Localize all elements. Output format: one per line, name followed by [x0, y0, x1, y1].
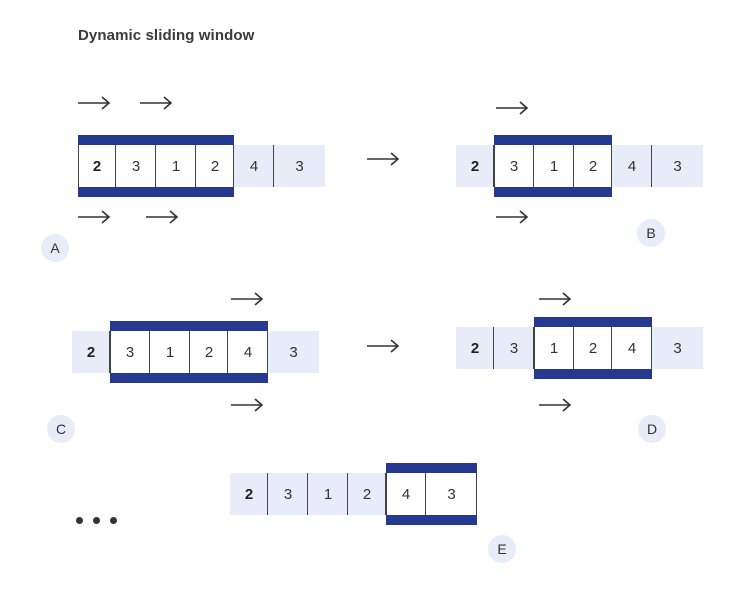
- window-fill: [78, 145, 234, 187]
- window-side: [233, 145, 234, 187]
- cell-divider: [385, 473, 386, 515]
- window-fill: [494, 145, 612, 187]
- panel-label-c: C: [47, 415, 75, 443]
- array-cell: 3: [131, 157, 141, 175]
- window-bottom-bar: [386, 515, 477, 525]
- right-arrow-icon: [77, 96, 111, 110]
- cell-divider: [573, 145, 574, 187]
- right-arrow-icon: [139, 96, 173, 110]
- array-panel-a: 2 3 1 2 4 3: [78, 145, 325, 187]
- array-cell: 1: [549, 339, 559, 357]
- array-cell: 4: [627, 339, 637, 357]
- array-panel-d: 2 3 1 2 4 3: [456, 327, 703, 369]
- cell-divider: [195, 145, 196, 187]
- array-cell: 4: [249, 157, 259, 175]
- array-cell: 2: [362, 485, 372, 503]
- array-cell: 2: [244, 485, 254, 503]
- array-cell: 3: [447, 485, 456, 503]
- right-arrow-icon: [230, 398, 264, 412]
- cell-divider: [573, 327, 574, 369]
- cell-divider: [149, 331, 150, 373]
- diagram-title: Dynamic sliding window: [78, 27, 255, 44]
- array-cell: 2: [470, 157, 480, 175]
- right-arrow-icon: [538, 398, 572, 412]
- cell-divider: [347, 473, 348, 515]
- window-fill: [386, 473, 477, 515]
- array-cell: 2: [204, 343, 214, 361]
- window-side: [534, 327, 535, 369]
- cell-divider: [651, 145, 652, 187]
- array-cell: 3: [125, 343, 135, 361]
- array-cell: 1: [549, 157, 559, 175]
- cell-divider: [425, 473, 426, 515]
- cell-divider: [533, 327, 534, 369]
- panel-label-a: A: [41, 234, 69, 262]
- array-cell: 3: [295, 157, 304, 175]
- right-arrow-icon: [495, 101, 529, 115]
- array-cell: 2: [86, 343, 96, 361]
- right-arrow-icon: [538, 292, 572, 306]
- array-cell: 3: [509, 339, 519, 357]
- array-cell: 2: [92, 157, 102, 175]
- cell-divider: [273, 145, 274, 187]
- array-cell: 4: [401, 485, 411, 503]
- right-arrow-icon: [230, 292, 264, 306]
- right-arrow-icon: [495, 210, 529, 224]
- array-cell: 2: [470, 339, 480, 357]
- window-top-bar: [386, 463, 477, 473]
- panel-label-b: B: [637, 219, 665, 247]
- array-cell: 1: [165, 343, 175, 361]
- window-side: [611, 145, 612, 187]
- right-arrow-icon: [145, 210, 179, 224]
- cell-divider: [227, 331, 228, 373]
- window-bottom-bar: [110, 373, 268, 383]
- window-top-bar: [494, 135, 612, 145]
- array-cell: 1: [323, 485, 333, 503]
- array-cell: 3: [673, 157, 682, 175]
- window-top-bar: [534, 317, 652, 327]
- array-cell: 3: [289, 343, 298, 361]
- array-panel-e: 2 3 1 2 4 3: [230, 473, 477, 515]
- window-bottom-bar: [494, 187, 612, 197]
- array-cell: 3: [673, 339, 682, 357]
- array-cell: 2: [588, 157, 598, 175]
- panel-label-d: D: [638, 415, 666, 443]
- window-side: [651, 327, 652, 369]
- right-arrow-icon: [77, 210, 111, 224]
- array-cell: 2: [588, 339, 598, 357]
- cell-divider: [611, 327, 612, 369]
- window-fill: [534, 327, 652, 369]
- window-side: [78, 145, 79, 187]
- cell-divider: [493, 145, 494, 187]
- cell-divider: [189, 331, 190, 373]
- array-cell: 3: [509, 157, 519, 175]
- window-bottom-bar: [78, 187, 234, 197]
- panel-label-e: E: [488, 535, 516, 563]
- cell-divider: [493, 327, 494, 369]
- array-panel-c: 2 3 1 2 4 3: [72, 331, 319, 373]
- array-cell: 4: [243, 343, 253, 361]
- cell-divider: [267, 473, 268, 515]
- array-cell: 4: [627, 157, 637, 175]
- cell-divider: [109, 331, 110, 373]
- right-arrow-icon: [366, 339, 400, 353]
- window-side: [494, 145, 495, 187]
- window-side: [267, 331, 268, 373]
- window-bottom-bar: [534, 369, 652, 379]
- cell-divider: [155, 145, 156, 187]
- cell-divider: [115, 145, 116, 187]
- array-cell: 1: [171, 157, 181, 175]
- array-cell: 2: [210, 157, 220, 175]
- cell-divider: [307, 473, 308, 515]
- window-side: [386, 473, 387, 515]
- window-top-bar: [110, 321, 268, 331]
- array-cell: 3: [283, 485, 293, 503]
- window-side: [476, 473, 477, 515]
- right-arrow-icon: [366, 152, 400, 166]
- window-top-bar: [78, 135, 234, 145]
- window-side: [110, 331, 111, 373]
- cell-divider: [533, 145, 534, 187]
- ellipsis-icon: [76, 515, 120, 525]
